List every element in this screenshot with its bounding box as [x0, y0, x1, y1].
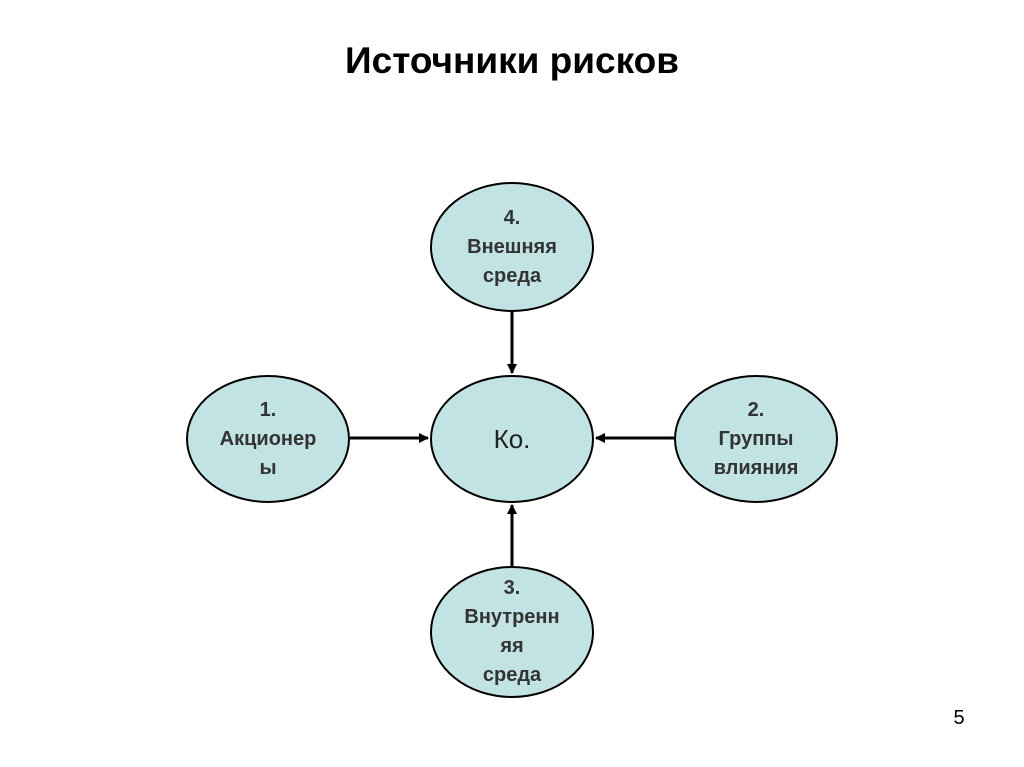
node-influence-groups: 2. Группы влияния — [674, 375, 838, 503]
page-number: 5 — [953, 707, 965, 729]
node-bottom-line: яя — [500, 635, 524, 657]
node-center-line: Ко. — [493, 423, 531, 454]
node-company: Ко. — [430, 375, 594, 503]
node-left-line: ы — [259, 456, 277, 479]
node-bottom-line: среда — [482, 664, 542, 686]
node-top-line: Внешняя — [467, 235, 557, 258]
slide-title: Источники рисков — [345, 40, 679, 81]
node-external-environment: 4. Внешняя среда — [430, 182, 594, 312]
node-left-line: Акционер — [219, 427, 317, 450]
node-left-line: 1. — [259, 398, 277, 421]
node-right-line: влияния — [713, 456, 799, 479]
node-top-line: среда — [482, 264, 542, 287]
node-bottom-line: Внутренн — [464, 606, 560, 628]
node-right-line: Группы — [718, 427, 794, 450]
node-top-line: 4. — [503, 206, 521, 229]
node-bottom-line: 3. — [503, 577, 521, 599]
node-right-line: 2. — [747, 398, 765, 421]
node-shareholders: 1. Акционер ы — [186, 375, 350, 503]
node-internal-environment: 3. Внутренн яя среда — [430, 566, 594, 698]
